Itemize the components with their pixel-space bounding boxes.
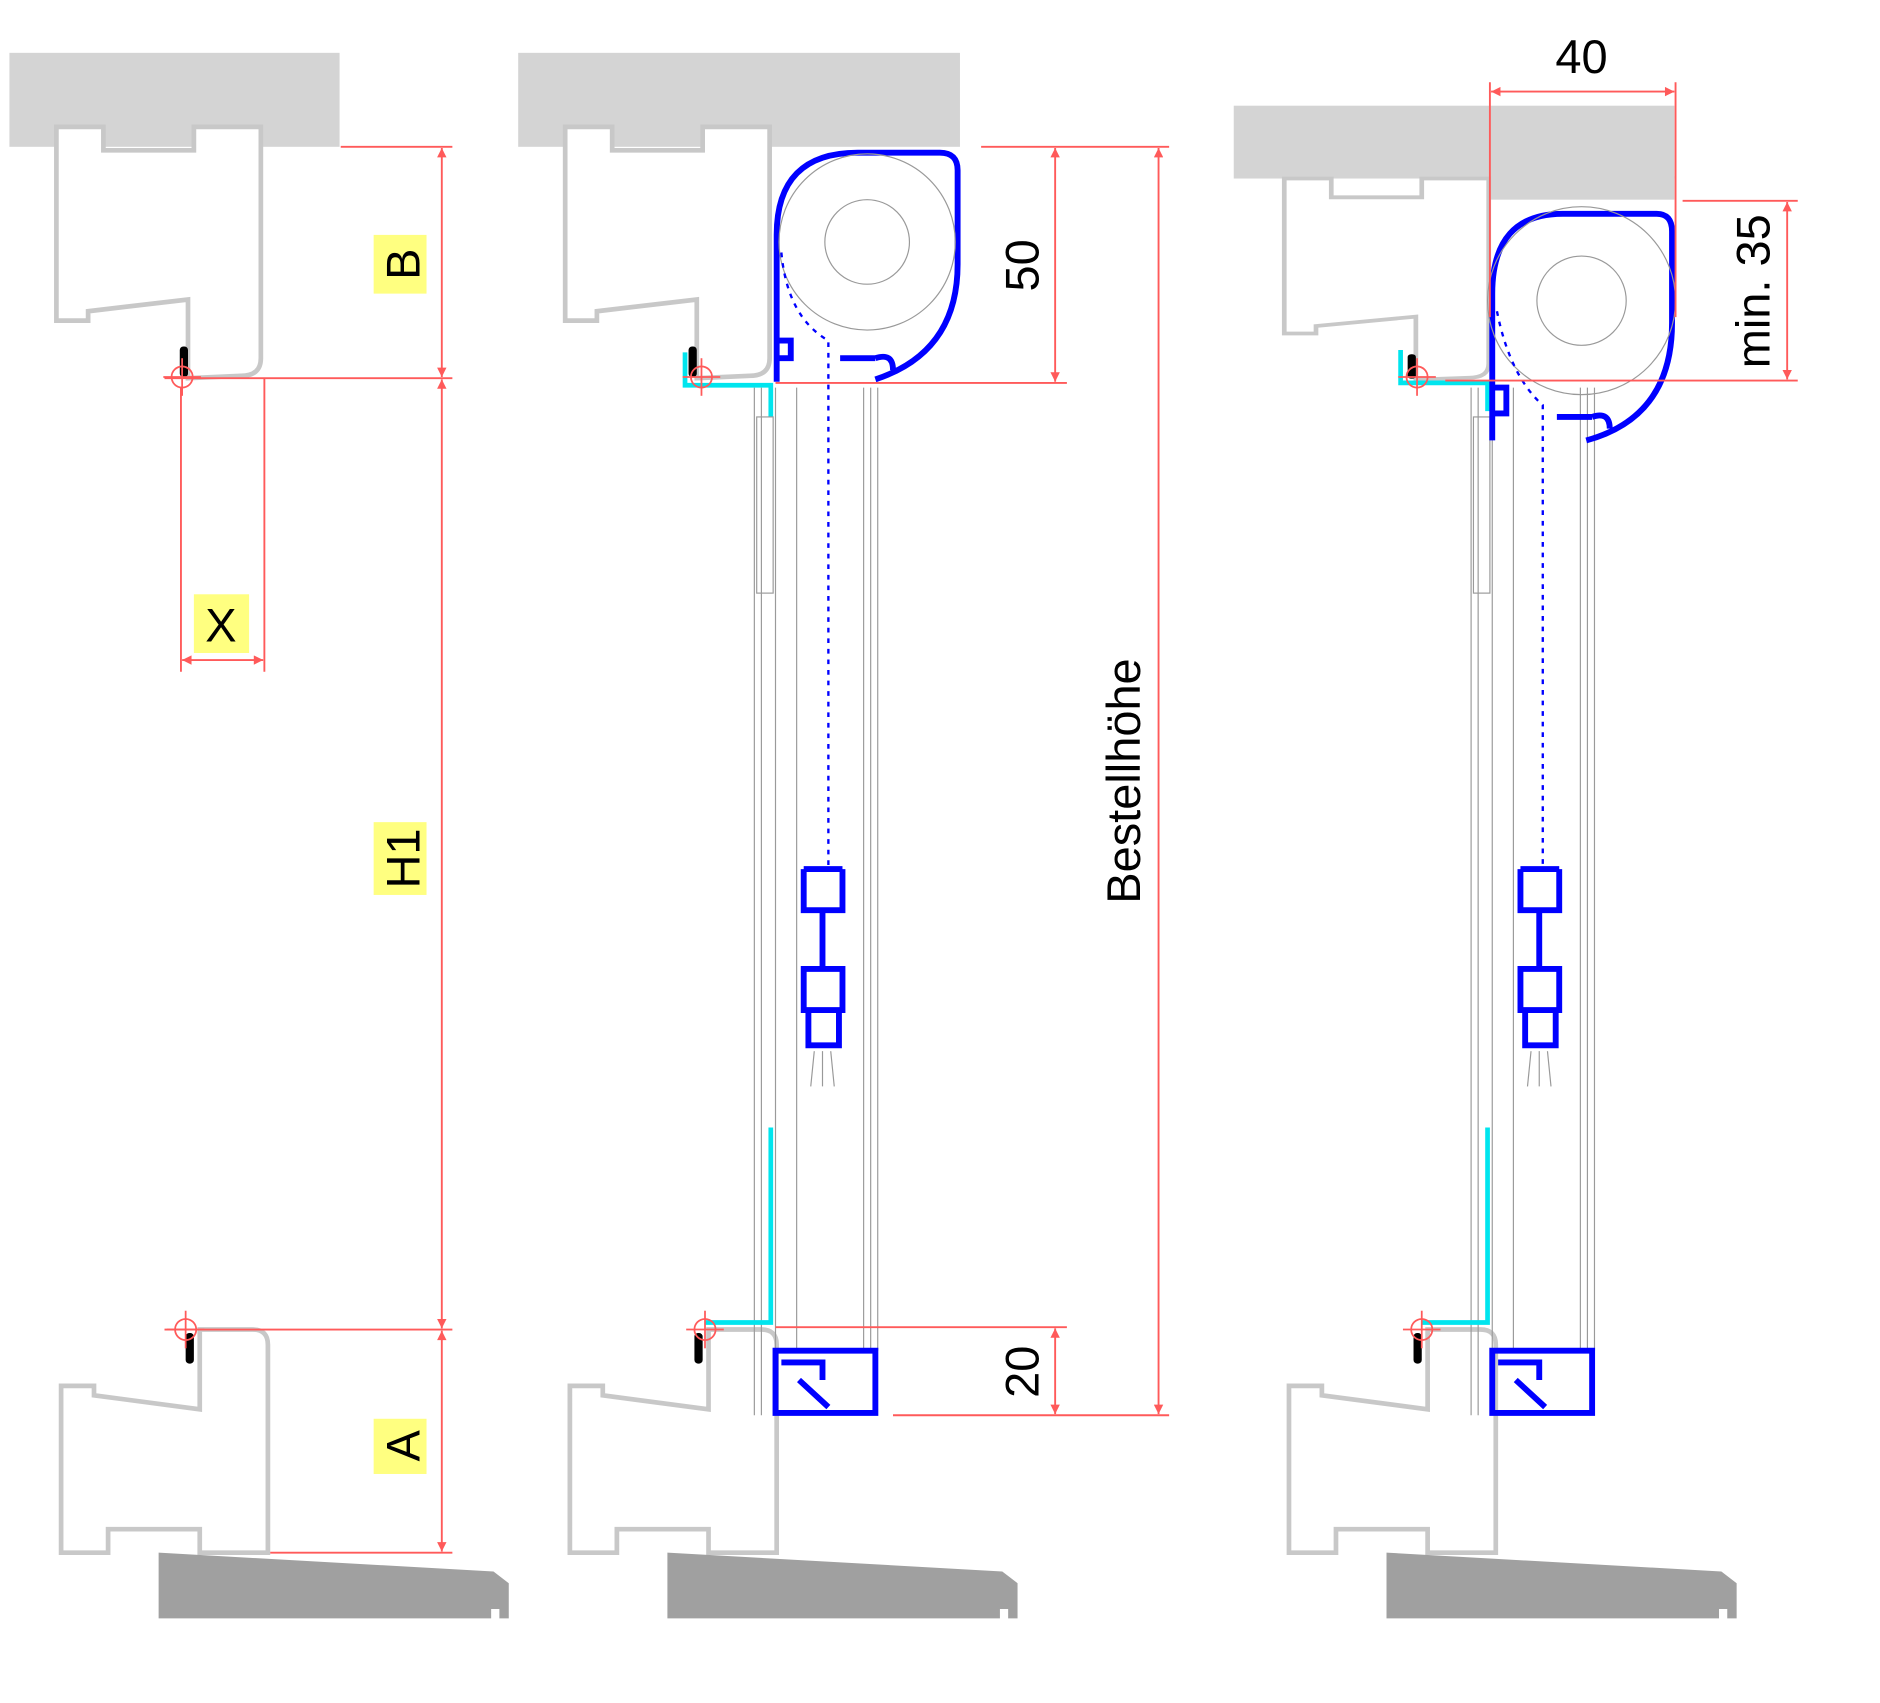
window-sill	[1386, 1552, 1737, 1619]
label-h1: H1	[376, 829, 429, 889]
dimension-40: 40	[1555, 30, 1607, 83]
label-x: X	[205, 598, 236, 651]
panel-middle-installation: 50 20 Bestellhöhe	[518, 52, 1170, 1619]
dimension-lines-right	[1445, 82, 1798, 382]
guide-rail-and-bottom-bar	[1422, 388, 1595, 1416]
guide-rail-and-bottom-bar	[705, 388, 878, 1416]
roller-box	[1486, 206, 1677, 870]
mounting-bracket-top	[682, 352, 774, 417]
dimension-50: 50	[996, 239, 1049, 291]
label-b: B	[376, 249, 429, 280]
dimension-lines-left	[164, 145, 453, 1554]
roller-box	[773, 149, 961, 870]
dimension-order-height: Bestellhöhe	[1097, 658, 1150, 903]
mounting-bracket-top	[1398, 349, 1490, 412]
window-frame-bottom	[1289, 1330, 1496, 1553]
panel-left-reference: B X H1 A	[9, 52, 509, 1619]
dimension-20: 20	[996, 1346, 1049, 1398]
window-frame-top	[565, 127, 769, 378]
dimension-lines-middle	[775, 145, 1170, 1417]
lintel	[1233, 105, 1675, 179]
window-frame-bottom	[61, 1330, 268, 1553]
window-frame-bottom	[570, 1330, 777, 1553]
panel-right-installation: 40 min. 35	[1233, 30, 1798, 1619]
window-sill	[158, 1552, 509, 1619]
window-frame-top	[56, 127, 260, 378]
label-a: A	[376, 1429, 429, 1461]
window-sill	[667, 1552, 1018, 1619]
dimension-min-35: min. 35	[1727, 214, 1780, 368]
window-frame-top	[1284, 179, 1488, 380]
